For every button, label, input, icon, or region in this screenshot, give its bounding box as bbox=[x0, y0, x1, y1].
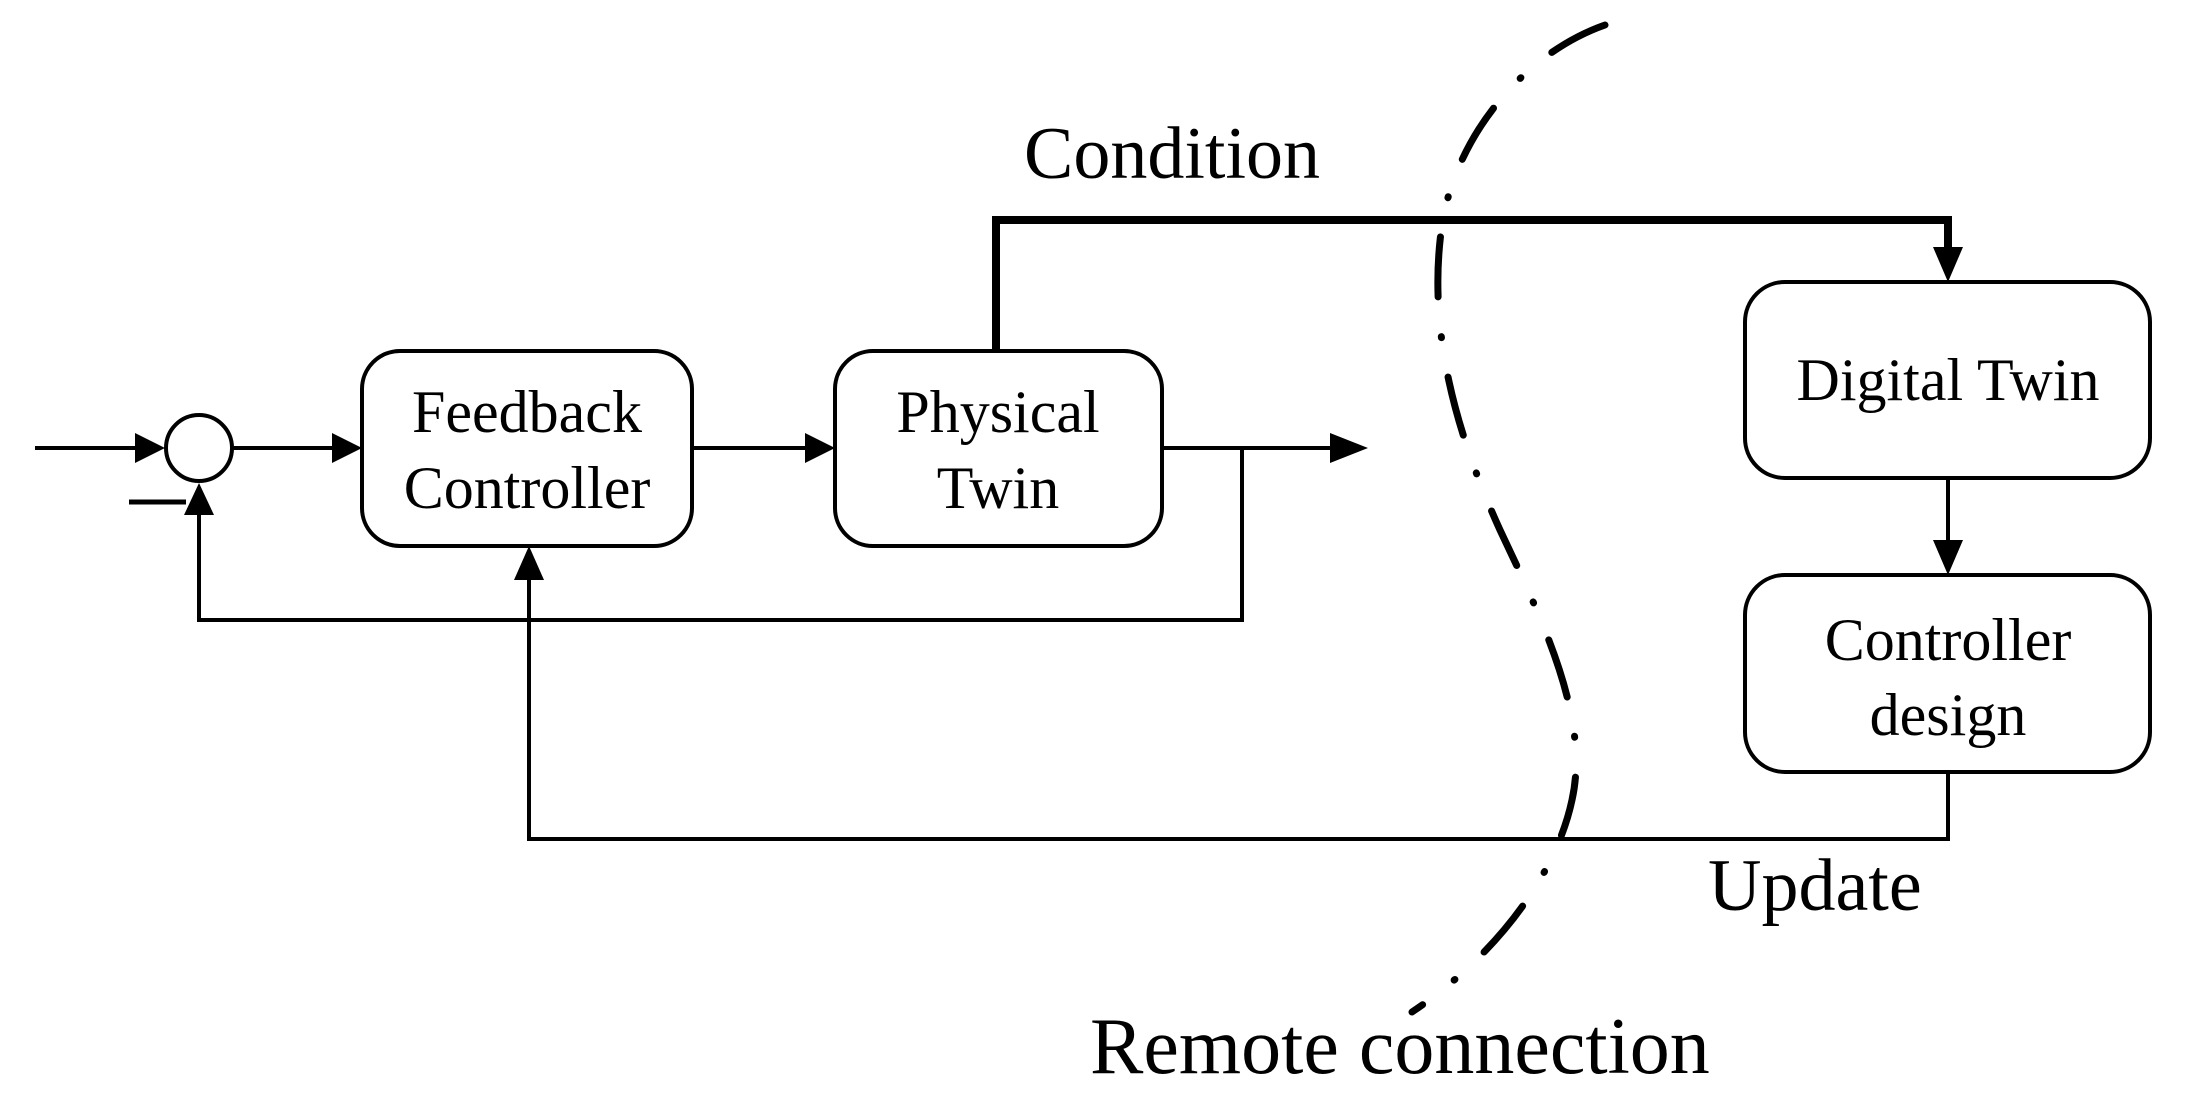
feedback-path bbox=[197, 448, 1244, 622]
controller-design-block: Controller design bbox=[1743, 573, 2152, 774]
feedback-controller-label-line1: Feedback bbox=[412, 379, 642, 445]
design-input-arrowhead bbox=[1933, 540, 1963, 575]
digital-twin-block: Digital Twin bbox=[1743, 280, 2152, 480]
controller-design-label-line2: design bbox=[1870, 682, 2027, 748]
feedback-controller-block: Feedback Controller bbox=[360, 349, 694, 548]
physical-twin-label-line1: Physical bbox=[896, 379, 1099, 445]
controller-design-label-line1: Controller bbox=[1825, 607, 2072, 673]
update-label: Update bbox=[1708, 845, 1922, 927]
digital-twin-label: Digital Twin bbox=[1796, 347, 2099, 413]
summing-junction bbox=[164, 413, 234, 483]
remote-connection-boundary bbox=[1408, 21, 1609, 1016]
feedback-controller-label-line2: Controller bbox=[404, 455, 651, 521]
remote-connection-label: Remote connection bbox=[1090, 1003, 1710, 1091]
condition-label: Condition bbox=[1024, 113, 1320, 195]
condition-arrowhead bbox=[1933, 247, 1963, 282]
control-arrowhead bbox=[805, 433, 835, 463]
condition-path bbox=[992, 216, 1952, 351]
update-path bbox=[527, 578, 1950, 841]
physical-twin-label-line2: Twin bbox=[937, 455, 1059, 521]
update-arrowhead bbox=[514, 546, 544, 580]
error-arrowhead bbox=[332, 433, 362, 463]
feedback-arrowhead bbox=[184, 483, 214, 515]
input-arrowhead bbox=[135, 433, 165, 463]
output-arrowhead bbox=[1330, 433, 1368, 463]
physical-twin-block: Physical Twin bbox=[833, 349, 1164, 548]
